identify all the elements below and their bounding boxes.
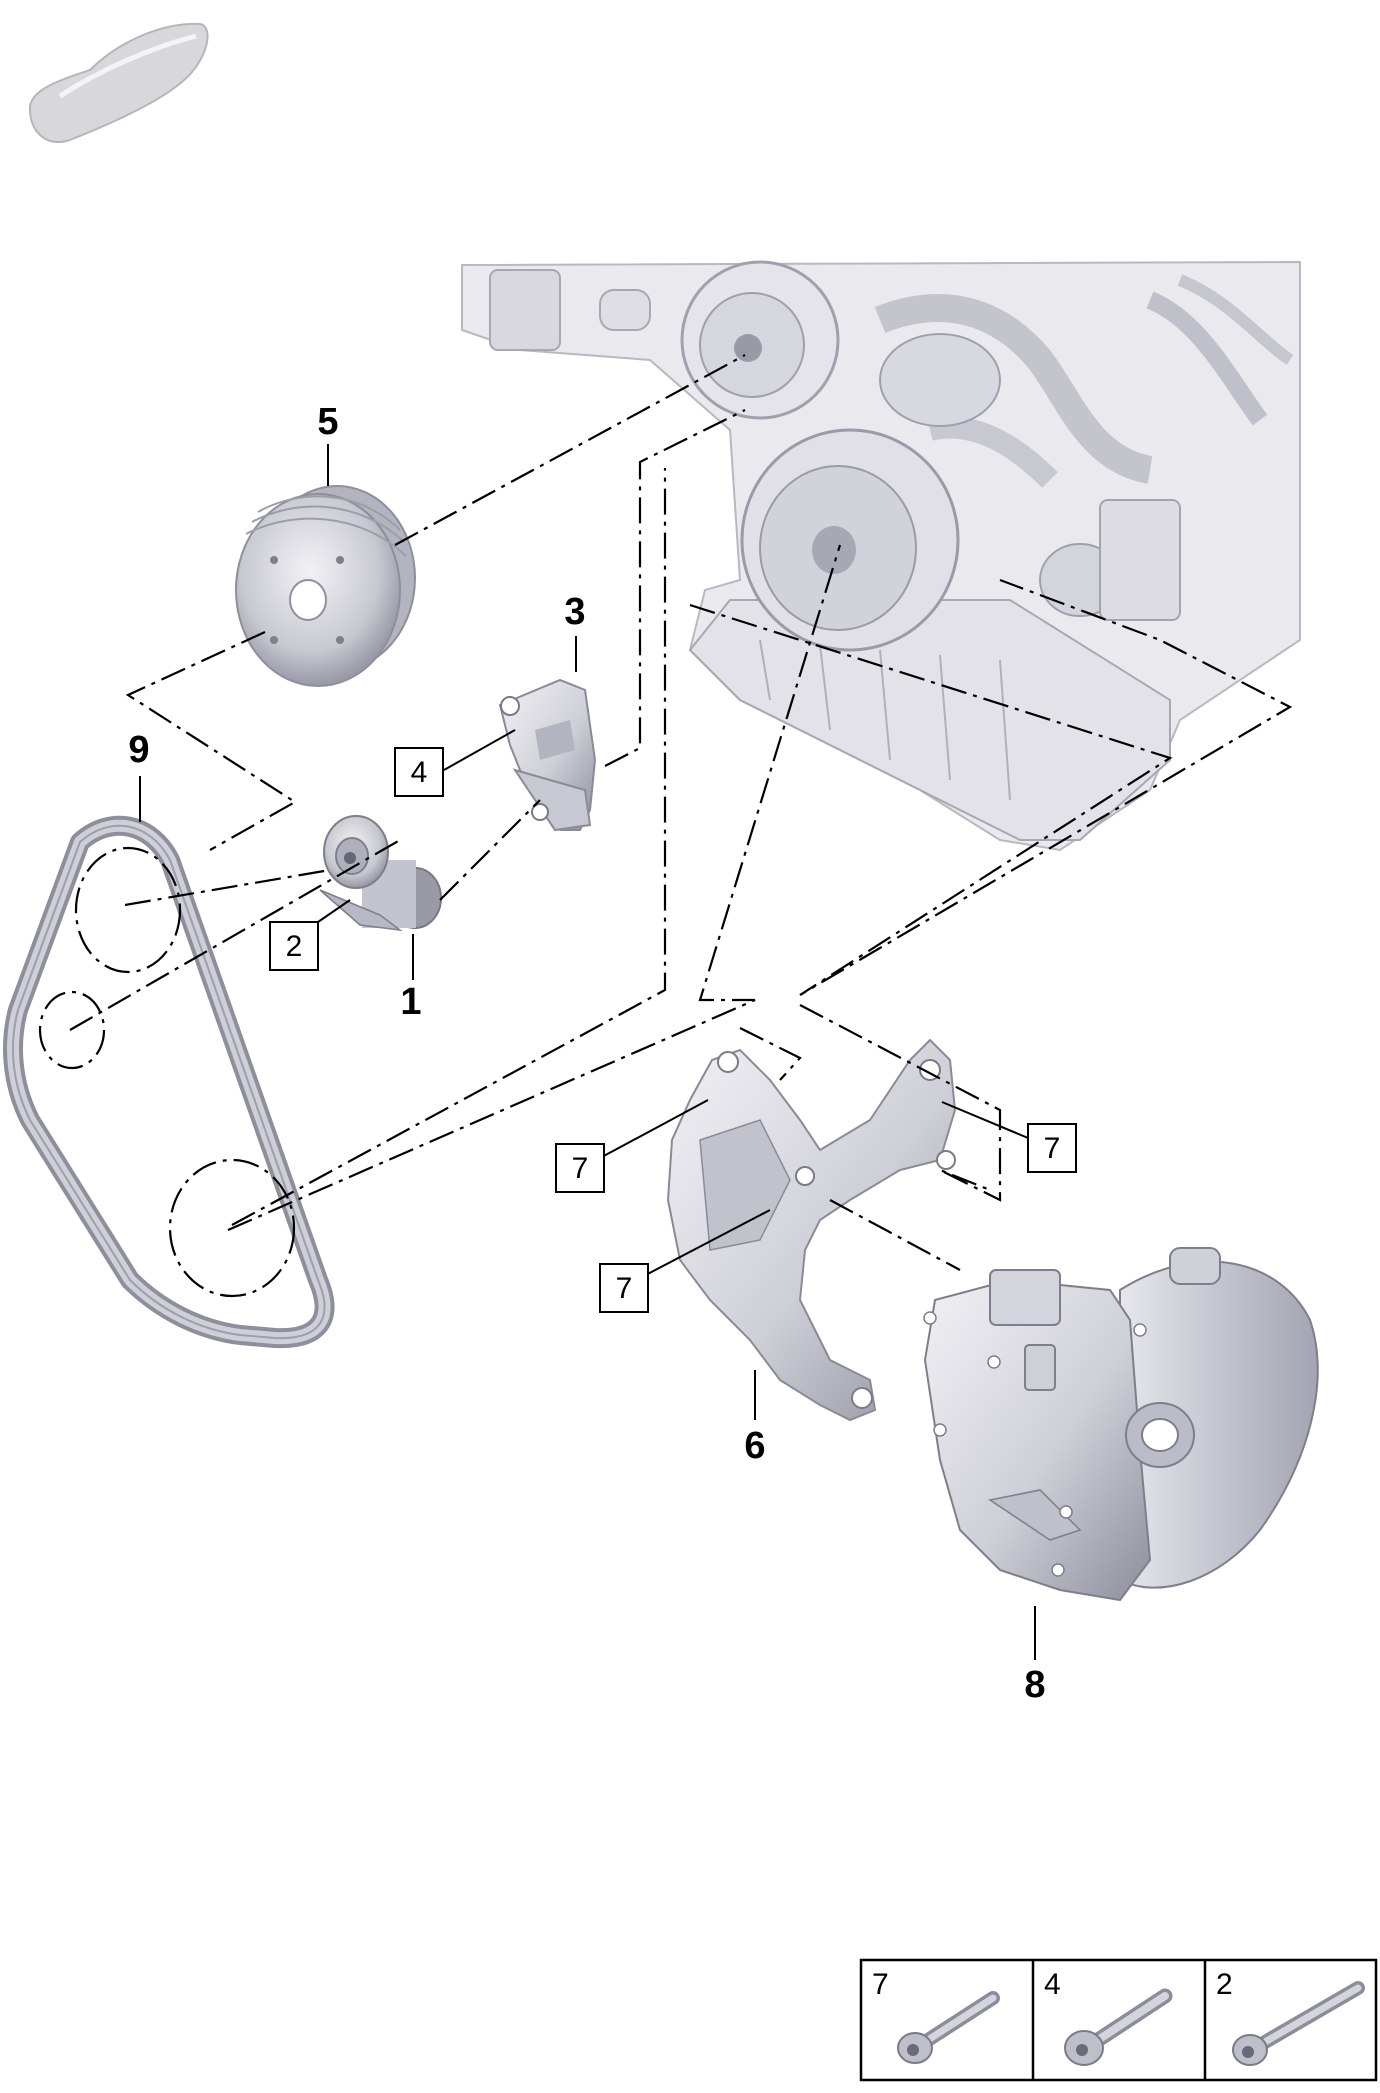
svg-text:4: 4 [1044,1968,1061,2001]
ac-compressor-8 [923,1247,1319,1602]
svg-text:4: 4 [411,756,428,789]
engine-block [461,260,1301,852]
part-label-3: 3 [564,591,585,633]
assembly-lines [69,354,1293,1271]
boxed-ref-7-left: 7 [555,1143,605,1193]
tensioner-1 [319,815,442,932]
car-icon [28,22,209,143]
svg-text:7: 7 [572,1152,589,1185]
part-label-1: 1 [400,981,421,1023]
pulley-5 [235,485,416,687]
part-label-5: 5 [317,401,338,443]
drive-belt-9 [3,815,335,1349]
part-label-6: 6 [744,1425,765,1467]
bolt-icon [1232,1981,1365,2066]
boxed-ref-4: 4 [394,747,444,797]
bolt-icon [897,1991,1000,2064]
tensioner-bracket-3 [498,678,597,832]
svg-text:7: 7 [616,1272,633,1305]
boxed-ref-2: 2 [269,921,319,971]
part-label-8: 8 [1024,1664,1045,1706]
compressor-bracket-6 [666,1038,957,1422]
leader-lines [139,444,1036,1660]
boxed-ref-7-right: 7 [1027,1123,1077,1173]
svg-text:2: 2 [286,930,303,963]
part-labels: 5 3 9 1 6 8 [128,401,1045,1706]
svg-text:7: 7 [1044,1132,1061,1165]
legend-cell-4: 4 [1044,1968,1173,2066]
fastener-legend: 7 4 2 [859,1958,1378,2082]
bolt-icon [1064,1988,1173,2066]
svg-text:2: 2 [1216,1968,1233,2001]
legend-cell-7: 7 [872,1968,1000,2064]
legend-cell-2: 2 [1216,1968,1365,2066]
part-label-9: 9 [128,729,149,771]
boxed-ref-7-lower: 7 [599,1263,649,1313]
svg-text:7: 7 [872,1968,889,2001]
